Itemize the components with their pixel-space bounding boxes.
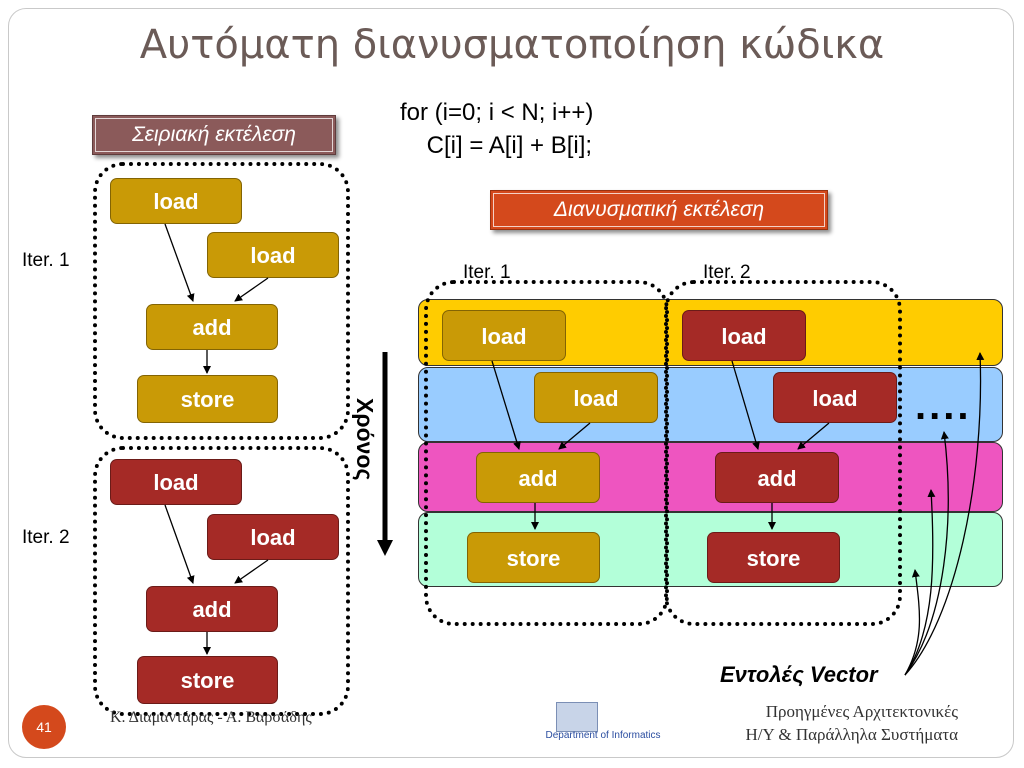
vector-execution-tag: Διανυσματική εκτέλεση — [490, 190, 828, 230]
vector-iter2-store: store — [707, 532, 840, 583]
code-line-2: C[i] = A[i] + B[i]; — [400, 132, 593, 159]
vector-iter1-load-b: load — [534, 372, 658, 423]
vector-iter2-load-a: load — [682, 310, 806, 361]
serial-execution-label: Σειριακή εκτέλεση — [95, 118, 333, 152]
serial-iter1-label: Iter. 1 — [22, 250, 70, 271]
serial-iter1-store: store — [137, 375, 278, 423]
course-line-1: Προηγμένες Αρχιτεκτονικές — [765, 702, 958, 721]
serial-iter1-load-b: load — [207, 232, 339, 278]
course-line-2: Η/Υ & Παράλληλα Συστήματα — [745, 725, 958, 744]
serial-iter2-store: store — [137, 656, 278, 704]
vector-iter1-label: Iter. 1 — [463, 262, 511, 283]
serial-iter2-group — [93, 446, 350, 716]
serial-iter2-label: Iter. 2 — [22, 527, 70, 548]
arrow-vec1-loada-add — [491, 360, 521, 450]
vector-iter2-load-b: load — [773, 372, 897, 423]
department-logo: Department of Informatics — [530, 700, 676, 744]
arrow-serial1-loadb-add — [234, 277, 269, 302]
arrow-vec1-loadb-add — [558, 422, 591, 450]
vector-iter1-add: add — [476, 452, 600, 503]
vector-lane-load-b — [418, 367, 1003, 442]
vector-iter2-add: add — [715, 452, 839, 503]
vector-pointer-lane2 — [904, 431, 949, 676]
serial-execution-tag: Σειριακή εκτέλεση — [92, 115, 336, 155]
arrow-serial2-loada-add — [164, 504, 195, 584]
arrow-vec2-loadb-add — [797, 422, 830, 450]
code-line-1: for (i=0; i < N; i++) — [400, 99, 594, 126]
vector-iter1-load-a: load — [442, 310, 566, 361]
logo-mark-icon — [556, 702, 598, 732]
authors: Κ. Διαμαντάρας - Α. Βαρσάδης — [110, 709, 312, 726]
logo-text-block — [600, 706, 650, 728]
serial-iter2-load-b: load — [207, 514, 339, 560]
vector-iter2-label: Iter. 2 — [703, 262, 751, 283]
serial-iter1-load-a: load — [110, 178, 242, 224]
vector-iter1-store: store — [467, 532, 600, 583]
vector-pointer-lane4 — [904, 569, 921, 676]
serial-iter1-group — [93, 162, 350, 440]
code-snippet: for (i=0; i < N; i++) C[i] = A[i] + B[i]… — [400, 96, 593, 162]
serial-iter1-add: add — [146, 304, 278, 350]
vector-iter2-group — [664, 280, 902, 626]
slide-frame — [8, 8, 1014, 758]
serial-iter2-add: add — [146, 586, 278, 632]
more-iterations-ellipsis: .... — [915, 384, 972, 428]
logo-caption: Department of Informatics — [545, 730, 661, 741]
vector-instructions-label: Εντολές Vector — [720, 662, 878, 687]
vector-pointer-lane3 — [904, 489, 936, 676]
arrow-serial2-loadb-add — [234, 559, 269, 584]
arrow-vec2-loada-add — [731, 360, 760, 450]
slide-title: Αυτόματη διανυσματοποίηση κώδικα — [139, 22, 885, 68]
vector-execution-label: Διανυσματική εκτέλεση — [493, 193, 825, 227]
arrow-serial1-loada-add — [164, 223, 195, 302]
page-number: 41 — [22, 705, 66, 749]
course-title: Προηγμένες Αρχιτεκτονικές Η/Υ & Παράλληλ… — [745, 700, 958, 746]
serial-iter2-load-a: load — [110, 459, 242, 505]
vector-pointer-lane1 — [904, 352, 985, 676]
